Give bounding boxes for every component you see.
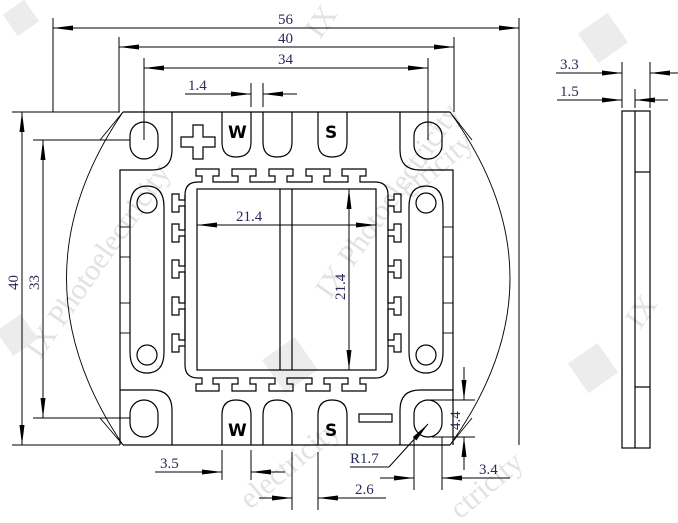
dim-die-width: 21.4: [236, 209, 263, 225]
pad-label-top-s: S: [325, 123, 337, 143]
dim-hole-radius: R1.7: [350, 451, 379, 467]
dim-slot-length: 4.4: [448, 411, 464, 430]
minus-polarity-icon: [358, 413, 393, 423]
dim-side-board-thickness: 1.5: [560, 84, 579, 100]
pad-label-bottom-w: W: [228, 421, 247, 441]
side-view: 3.3 1.5: [556, 57, 678, 449]
svg-text:ctricity: ctricity: [443, 445, 529, 523]
plus-polarity-icon: [180, 124, 216, 160]
pad-label-bottom-s: S: [325, 421, 337, 441]
dim-overall-height: 40: [6, 275, 22, 290]
mount-hole-bottom-right: [413, 399, 443, 438]
dim-slot-width: 3.4: [479, 462, 498, 478]
dim-hole-spacing-h: 34: [278, 52, 294, 68]
dim-pad-gap: 1.4: [188, 78, 207, 94]
dimensions: 56 40 34 1.4 40 33 21.4 21.4: [6, 12, 520, 510]
dim-pad-width: 3.5: [160, 456, 179, 472]
svg-text:IX: IX: [619, 289, 664, 334]
svg-text:IX: IX: [299, 0, 344, 44]
led-die: [196, 188, 377, 371]
dim-board-width: 40: [278, 31, 293, 47]
dim-hole-spacing-v: 33: [27, 275, 43, 290]
front-view: W S W S: [66, 111, 511, 446]
mount-hole-bottom-left: [129, 399, 159, 438]
svg-text:IX Photoelectricity: IX Photoelectricity: [19, 157, 177, 364]
dim-pad-spacing: 2.6: [355, 482, 374, 498]
dim-overall-width: 56: [278, 12, 294, 28]
dim-side-total-thickness: 3.3: [560, 57, 579, 73]
pad-label-top-w: W: [228, 123, 247, 143]
dim-die-height: 21.4: [333, 273, 349, 300]
